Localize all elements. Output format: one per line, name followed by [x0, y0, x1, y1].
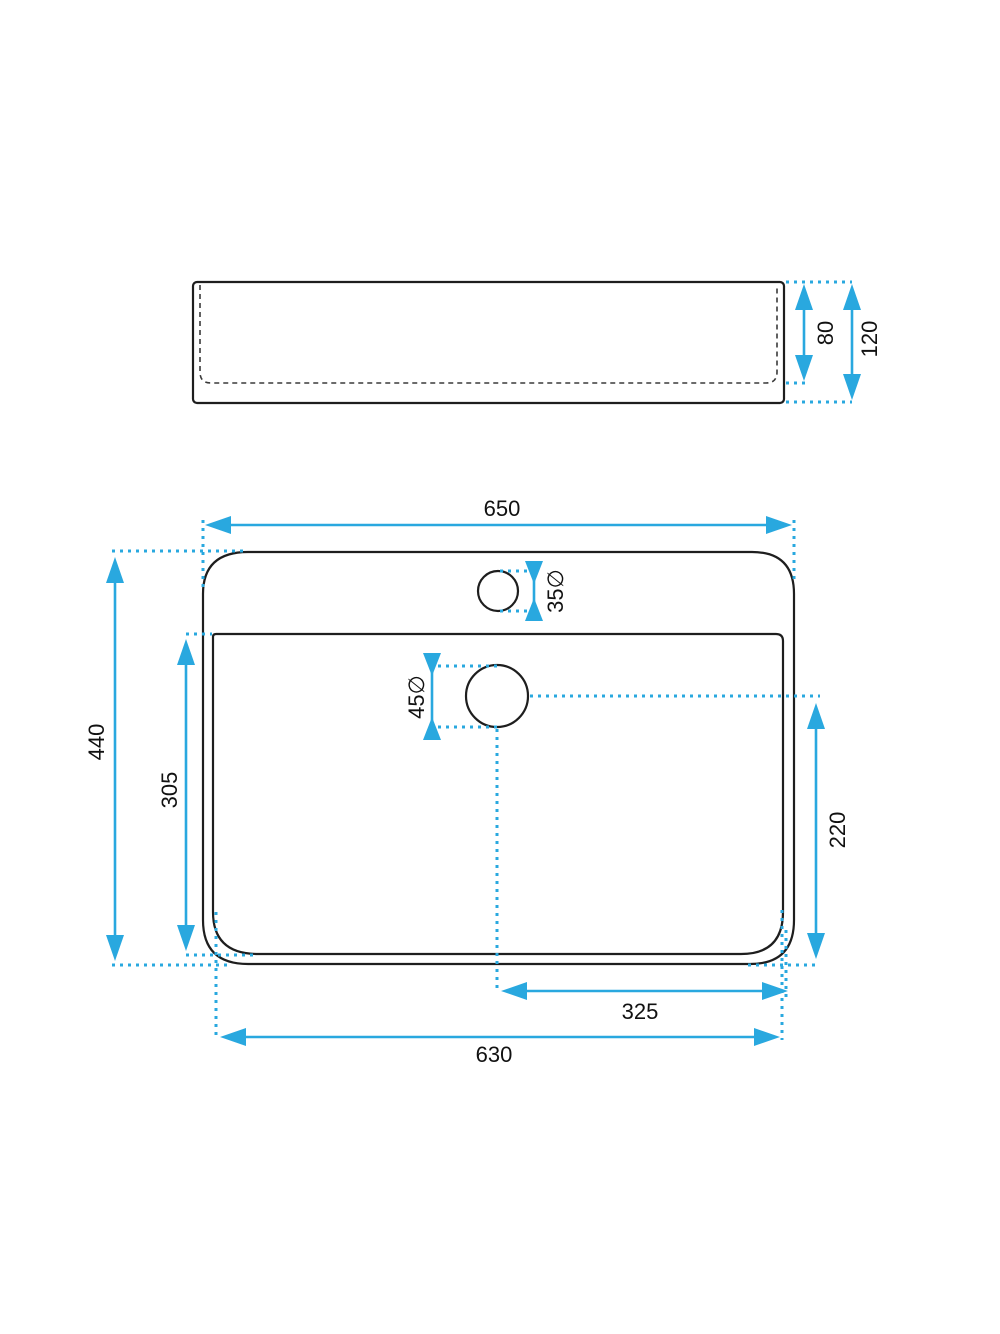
side-view-outline [191, 280, 786, 405]
drain-hole [464, 663, 530, 729]
side-view-bowl-hidden-line [199, 285, 778, 384]
tap-hole-diameter: 35 [543, 588, 568, 612]
side-view: 80 120 [191, 280, 882, 405]
tap-hole [476, 569, 520, 613]
dimension-drain-offset-front: 220 [807, 703, 850, 959]
tap-hole-diameter-symbol: ∅ [543, 569, 568, 588]
drain-diameter-symbol: ∅ [404, 675, 429, 694]
dimension-bowl-depth: 305 [157, 639, 195, 951]
dim-label-overall-width: 650 [484, 496, 521, 521]
dim-label-drain-offset-front: 220 [825, 812, 850, 849]
dimension-overall-depth: 440 [84, 557, 124, 961]
dimension-tap-hole: 35∅ [525, 561, 568, 621]
top-view: 650 440 305 35∅ 45∅ [84, 496, 850, 1067]
dim-label-tap-hole: 35∅ [543, 569, 568, 613]
dim-label-drain-offset-side: 325 [622, 999, 659, 1024]
dimension-inner-depth: 80 [795, 284, 838, 381]
dimension-drain-offset-side: 325 [501, 982, 788, 1024]
dimension-bowl-width: 630 [220, 1028, 780, 1067]
top-view-extension-lines [112, 520, 820, 1040]
basin-bowl-outline [211, 632, 785, 956]
basin-outer-outline [201, 550, 796, 966]
dim-label-bowl-depth: 305 [157, 772, 182, 809]
drain-diameter: 45 [404, 694, 429, 718]
dimension-overall-width: 650 [205, 496, 792, 534]
dim-label-overall-depth: 440 [84, 724, 109, 761]
dimension-drain: 45∅ [404, 653, 441, 740]
dim-label-drain: 45∅ [404, 675, 429, 719]
dim-label-inner-depth: 80 [813, 321, 838, 345]
dim-label-total-height: 120 [857, 321, 882, 358]
dim-label-bowl-width: 630 [476, 1042, 513, 1067]
dimension-total-height: 120 [843, 284, 882, 400]
